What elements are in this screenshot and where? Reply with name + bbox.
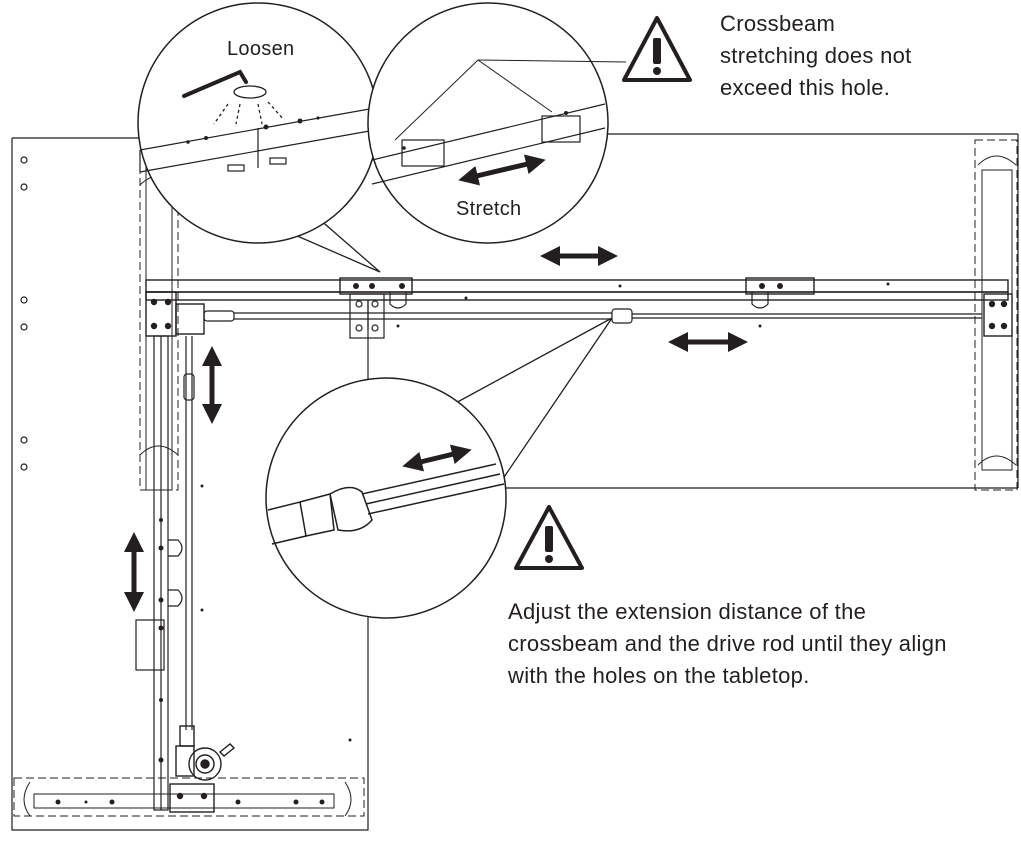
warning-line: exceed this hole. [720,75,891,100]
warning-line: stretching does not [720,43,912,68]
loosen-label: Loosen [227,38,295,60]
stretch-label: Stretch [456,198,522,220]
bottom-foot [13,777,365,817]
crossbeam-holes [200,282,890,742]
crossbeam-brackets [349,292,769,339]
warning-triangle-icon [514,505,584,570]
left-motor-block [145,291,205,337]
gearbox [169,725,236,813]
pointer-lines [394,59,627,141]
drive-rod-vertical [183,336,195,730]
rotate-arrow-icon [213,85,285,125]
allen-key-icon [182,69,248,98]
stretch-callout [367,2,627,244]
coupling-callout [265,317,613,619]
warning-line: Crossbeam [720,11,836,36]
side-beam-holes [158,518,164,763]
warning-line: with the holes on the tabletop. [508,663,810,688]
loosen-callout [137,2,381,273]
warning-line: crossbeam and the drive rod until they a… [508,631,947,656]
warning-triangle-icon [622,16,692,82]
bottom-foot-holes [55,799,325,805]
side-beam [135,335,183,811]
right-leg [974,139,1018,491]
crossbeam-warning-text: Crossbeam stretching does not exceed thi… [720,8,1010,104]
tabletop-holes [20,156,28,471]
drive-rod-horizontal [203,308,982,324]
double-arrow-icon [402,444,472,472]
crossbeam [145,277,1009,301]
tabletop-right [367,133,1019,489]
double-arrow-icon [458,154,546,186]
right-motor-block [983,293,1013,337]
alignment-warning-text: Adjust the extension distance of the cro… [508,596,1018,692]
warning-line: Adjust the extension distance of the [508,599,867,624]
